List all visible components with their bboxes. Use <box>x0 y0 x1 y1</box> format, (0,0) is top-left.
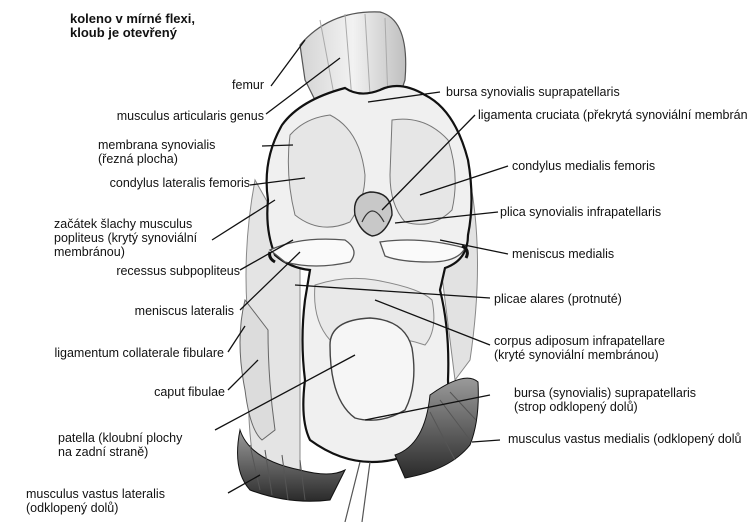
label-musculus-vastus-lateralis: musculus vastus lateralis (odklopený dol… <box>26 487 165 515</box>
label-femur: femur <box>232 78 264 92</box>
label-recessus-subpopliteus: recessus subpopliteus <box>116 264 240 278</box>
diagram-title: koleno v mírné flexi, kloub je otevřený <box>70 12 195 40</box>
label-musculus-articularis-genus: musculus articularis genus <box>117 109 264 123</box>
label-bursa-synovialis-suprapatellaris-strop: bursa (synovialis) suprapatellaris (stro… <box>514 386 696 414</box>
label-meniscus-medialis: meniscus medialis <box>512 247 614 261</box>
label-ligamenta-cruciata: ligamenta cruciata (překrytá synoviální … <box>478 108 748 122</box>
label-condylus-medialis-femoris: condylus medialis femoris <box>512 159 655 173</box>
label-corpus-adiposum-infrapatellare: corpus adiposum infrapatellare (kryté sy… <box>494 334 665 362</box>
label-bursa-synovialis-suprapatellaris: bursa synovialis suprapatellaris <box>446 85 620 99</box>
label-membrana-synovialis: membrana synovialis (řezná plocha) <box>98 138 215 166</box>
patella <box>330 318 414 420</box>
label-musculus-vastus-medialis: musculus vastus medialis (odklopený dolů <box>508 432 748 446</box>
label-condylus-lateralis-femoris: condylus lateralis femoris <box>110 176 250 190</box>
label-plicae-alares: plicae alares (protnuté) <box>494 292 622 306</box>
label-patella: patella (kloubní plochy na zadní straně) <box>58 431 182 459</box>
label-meniscus-lateralis: meniscus lateralis <box>135 304 234 318</box>
label-zacatek-slachy-musculus-popliteus: začátek šlachy musculus popliteus (krytý… <box>54 217 197 259</box>
label-plica-synovialis-infrapatellaris: plica synovialis infrapatellaris <box>500 205 661 219</box>
label-caput-fibulae: caput fibulae <box>154 385 225 399</box>
label-ligamentum-collaterale-fibulare: ligamentum collaterale fibulare <box>54 346 224 360</box>
